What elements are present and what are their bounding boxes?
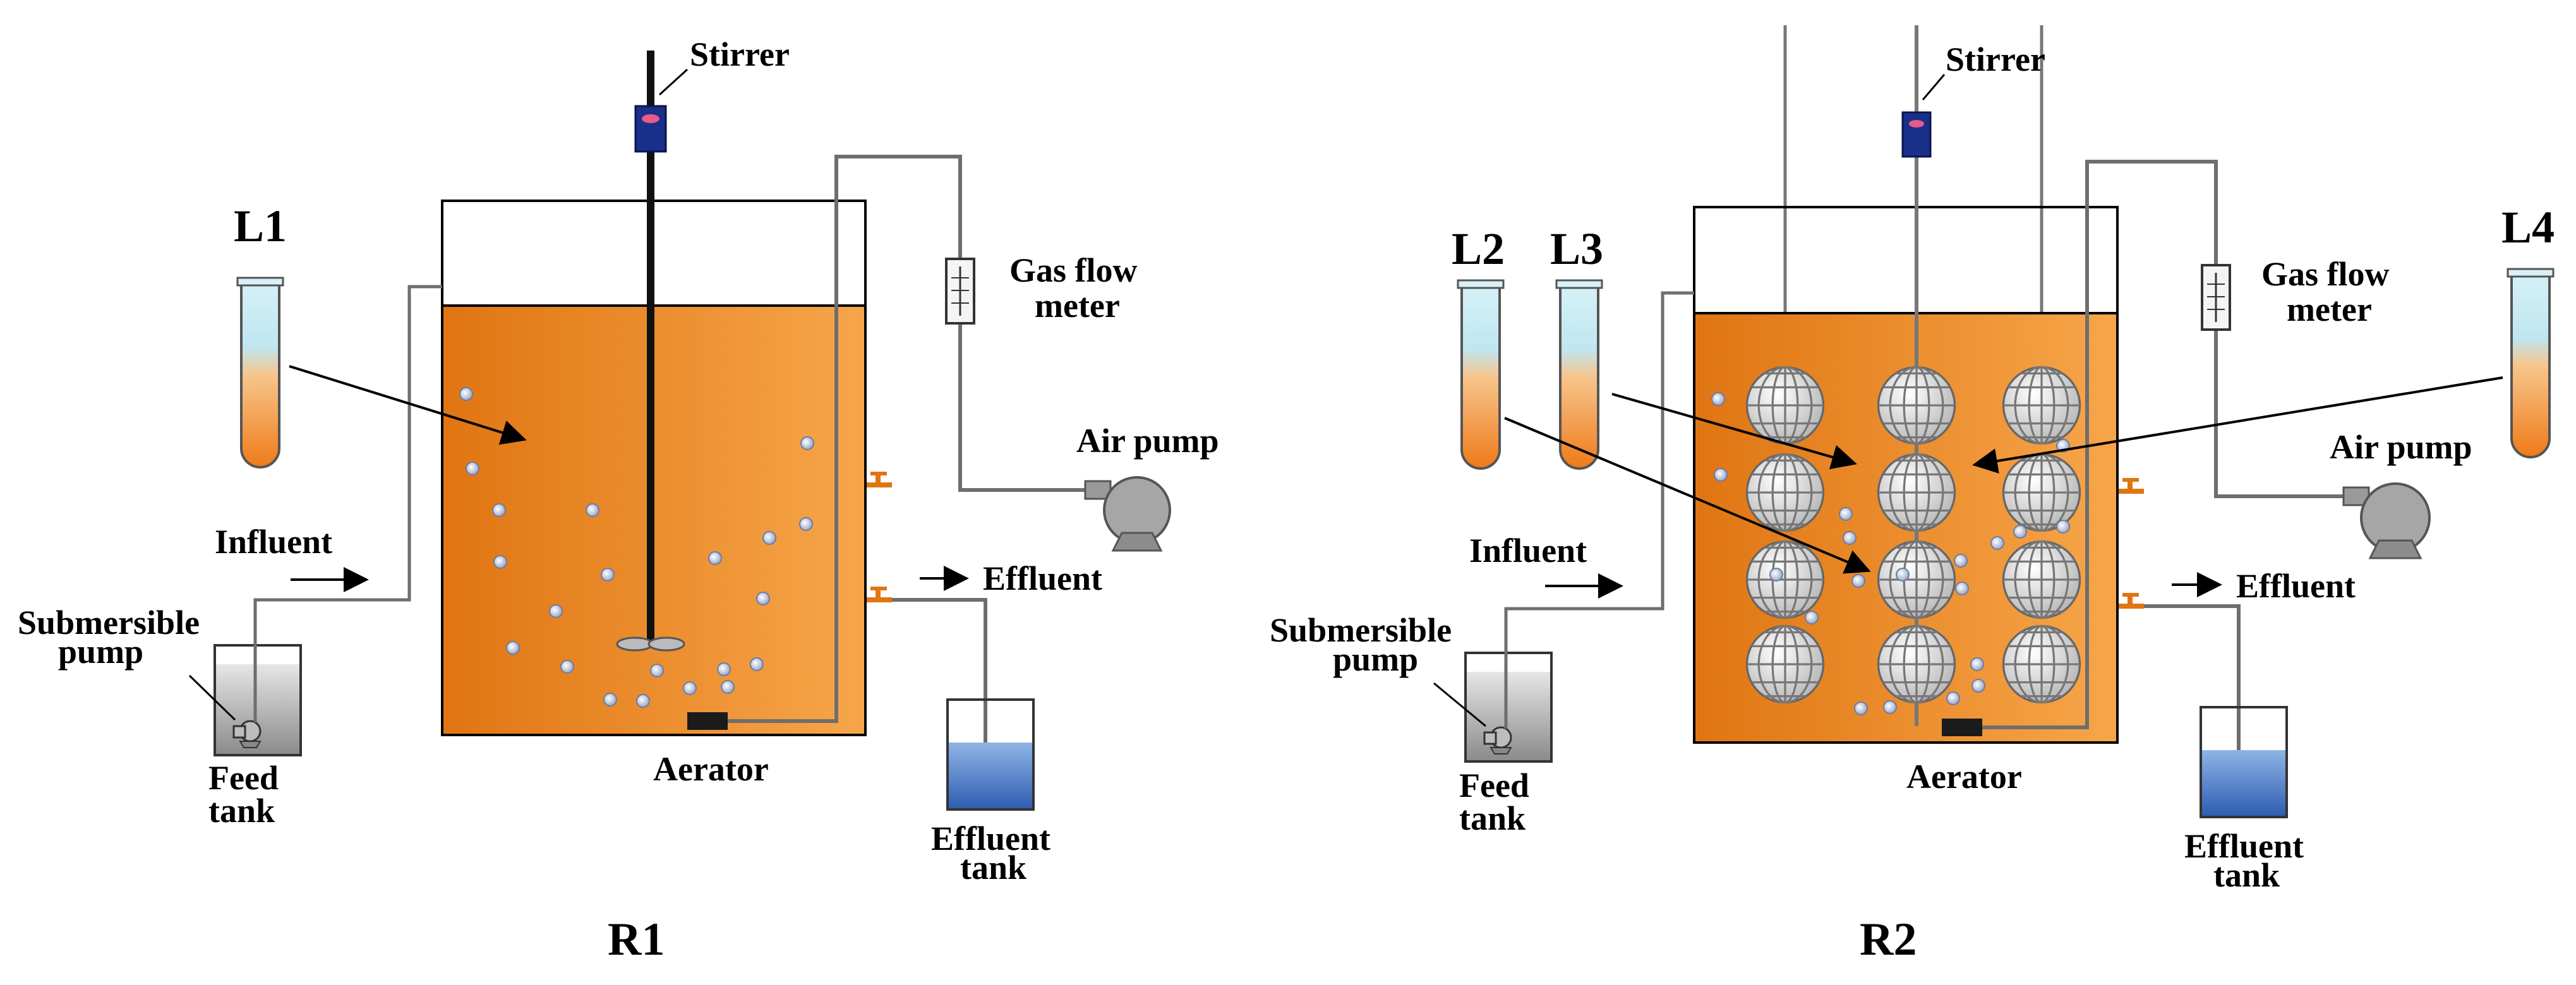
effluent-pipe-r1 [892,598,987,765]
test-tube-l2 [1457,279,1505,470]
reactor-title-r2: R2 [1860,914,1917,965]
gas-flow-meter-label-r1-line1: Gas flow [1009,251,1138,289]
reactor-r1: Stirrer Aerator [18,35,1219,965]
valve-upper-r1 [867,472,892,487]
effluent-tank-r2 [2200,706,2288,818]
air-pump-r2 [2342,482,2431,559]
effluent-tank-r2-water [2201,750,2287,817]
gas-flow-meter-label-r2-line2: meter [2287,290,2372,328]
feed-tank-r2-liquid [1466,672,1551,761]
effluent-pipe-r2 [2144,604,2241,772]
test-tube-l3 [1555,279,1603,470]
influent-label-r1: Influent [215,523,332,561]
feed-tank-label-r2-line2: tank [1459,799,1526,837]
reactor-r2-vessel [1693,206,2119,744]
effluent-tank-r1 [946,698,1035,811]
tube-label-l2: L2 [1452,224,1505,274]
tube-label-l4: L4 [2501,202,2555,253]
valve-effluent-r2 [2119,593,2144,609]
feed-tank-label-r2-line1: Feed [1459,767,1529,804]
gas-flow-meter-label-r1-line2: meter [1035,287,1120,325]
effluent-tank-label-r1-line1: Effluent [931,820,1050,857]
aerator-r1 [687,712,728,730]
tube-label-l3: L3 [1550,224,1603,274]
submersible-pump-label-r1-line1: Submersible [18,604,200,642]
air-pipe-r2 [1982,160,2218,729]
effluent-label-r2: Effluent [2236,567,2356,605]
influent-pipe-r2 [1504,291,1694,729]
air-pump-label-r1: Air pump [1076,422,1219,460]
feed-tank-r2 [1464,652,1553,763]
test-tube-l1 [236,277,284,469]
effluent-tank-label-r2-line2: tank [2213,856,2280,894]
aerator-r2 [1942,719,1982,736]
air-pump-label-r2: Air pump [2330,428,2472,466]
effluent-tank-label-r1-line2: tank [960,849,1026,886]
effluent-label-r1: Effluent [983,559,1102,597]
stirrer-label-r1: Stirrer [690,35,790,73]
influent-pipe-r1 [253,285,442,722]
feed-tank-r1-liquid [215,664,301,755]
feed-tank-label-r1-line1: Feed [208,759,279,797]
submersible-pump-r2 [1483,726,1512,755]
gas-flow-meter-label-r2-line1: Gas flow [2261,255,2390,293]
influent-label-r2: Influent [1469,532,1587,570]
submersible-pump-r1 [232,720,262,748]
stirrer-motor-r1 [634,105,667,153]
tube-label-l1: L1 [234,201,287,251]
reactor-title-r1: R1 [608,914,665,965]
submersible-pump-label-r1-line2: pump [58,633,143,671]
valve-effluent-r1 [867,587,892,602]
aerator-label-r2: Aerator [1906,758,2022,796]
effluent-tank-r1-water [948,743,1033,809]
stirrer-motor-r2 [1901,111,1932,158]
stirrer-label-r2: Stirrer [1946,40,2045,78]
impeller-r1 [616,636,654,652]
air-pump-r1 [1084,476,1171,552]
reactor-r2: Stirrer [1270,25,2555,965]
aerator-label-r1: Aerator [653,750,769,788]
submersible-pump-label-r2-line2: pump [1333,640,1418,678]
submersible-pump-label-r2-line1: Submersible [1270,611,1452,649]
valve-upper-r2 [2119,478,2144,494]
feed-tank-label-r1-line2: tank [208,792,275,830]
air-pipe-r1 [728,155,962,723]
effluent-tank-label-r2-line1: Effluent [2184,827,2304,865]
test-tube-l4 [2507,268,2555,458]
